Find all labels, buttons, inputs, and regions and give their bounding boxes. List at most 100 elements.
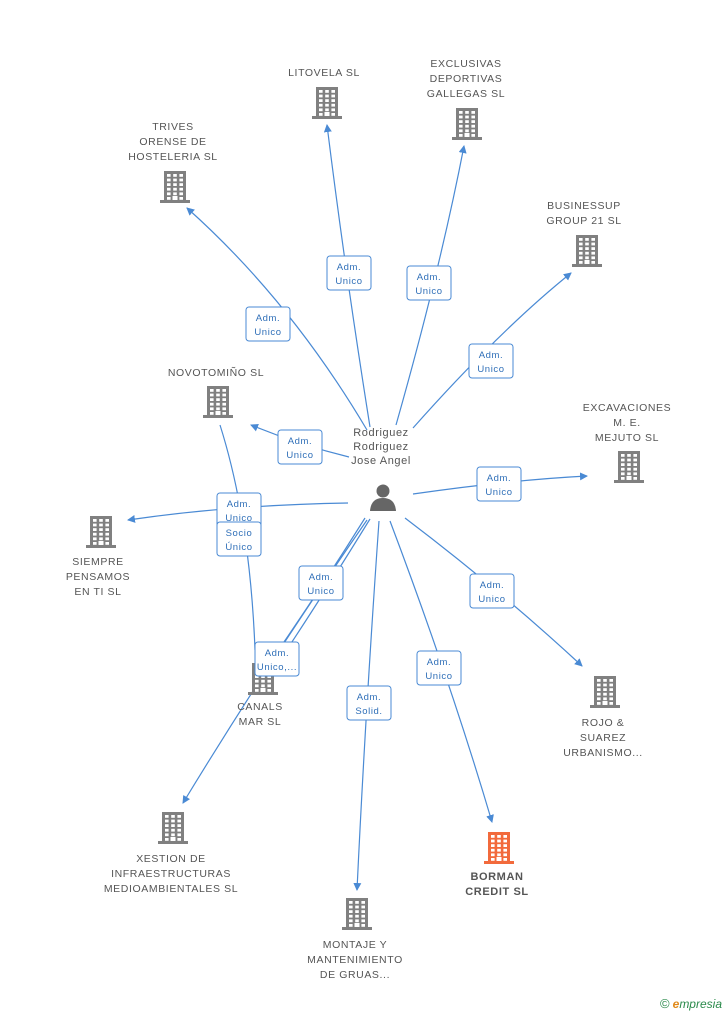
copyright-icon: © <box>660 996 670 1011</box>
company-label-line: MEDIOAMBIENTALES SL <box>104 883 238 895</box>
relation-text: Adm. Unico <box>225 499 252 524</box>
building-icon[interactable] <box>160 171 190 203</box>
relation-label-borman[interactable]: Adm.Unico <box>416 650 462 686</box>
edges-layer <box>127 124 588 891</box>
company-label-montaje[interactable]: MONTAJE Y MANTENIMIENTO DE GRUAS... <box>307 939 403 981</box>
relation-text-line: Adm. <box>479 350 504 361</box>
company-label-line: BUSINESSUP <box>547 200 621 212</box>
company-label-line: HOSTELERIA SL <box>128 151 218 163</box>
company-label-line: MONTAJE Y <box>323 939 388 951</box>
company-label-line: EXCLUSIVAS <box>430 58 501 70</box>
person-name-line: Jose Angel <box>351 455 411 467</box>
relation-text: Adm. Unico,... <box>257 648 297 673</box>
relation-text: Adm.Unico <box>485 473 512 498</box>
company-label-line: MEJUTO SL <box>595 432 659 444</box>
relation-text-line: Unico <box>225 513 252 524</box>
relation-text-line: Único <box>225 542 252 553</box>
company-label-novotomino[interactable]: NOVOTOMIÑO SL <box>168 366 264 379</box>
building-icon[interactable] <box>312 87 342 119</box>
brand-logo-initial: e <box>672 997 680 1011</box>
relation-text: Adm.Unico <box>478 580 505 605</box>
relation-text: Adm.Unico <box>307 572 334 597</box>
relation-label-rojo[interactable]: Adm.Unico <box>469 573 515 609</box>
relation-text-line: Adm. <box>427 657 452 668</box>
relation-text: Adm.Unico <box>335 262 362 287</box>
company-label-line: ORENSE DE <box>139 136 206 148</box>
relation-text-line: Unico <box>254 327 281 338</box>
relation-text-line: Unico <box>415 286 442 297</box>
company-label-line: NOVOTOMIÑO SL <box>168 366 264 379</box>
building-icon[interactable] <box>342 898 372 930</box>
building-icon[interactable] <box>484 832 514 864</box>
company-label-litovela[interactable]: LITOVELA SL <box>288 67 360 79</box>
relation-text-line: Adm. <box>480 580 505 591</box>
relation-label-canals_b[interactable]: Adm. Unico,... <box>254 641 300 677</box>
company-label-line: GROUP 21 SL <box>546 215 621 227</box>
brand-logo-text: mpresia <box>679 997 722 1011</box>
building-icon[interactable] <box>590 676 620 708</box>
building-icon[interactable] <box>86 516 116 548</box>
relation-text-line: Adm. <box>487 473 512 484</box>
company-label-businessup[interactable]: BUSINESSUP GROUP 21 SL <box>546 200 621 227</box>
relation-label-montaje[interactable]: Adm.Solid. <box>346 685 392 721</box>
company-label-line: MAR SL <box>239 716 282 728</box>
relation-text-line: Adm. <box>288 436 313 447</box>
building-icon[interactable] <box>158 812 188 844</box>
relation-text-line: Adm. <box>227 499 252 510</box>
relation-text: Adm.Solid. <box>355 692 382 717</box>
relation-label-businessup[interactable]: Adm. Unico <box>468 343 514 379</box>
relation-text-line: Unico <box>286 450 313 461</box>
relation-label-siempre[interactable]: Adm. Unico <box>216 492 262 528</box>
building-icon[interactable] <box>203 386 233 418</box>
company-label-line: LITOVELA SL <box>288 67 360 79</box>
company-label-line: CANALS <box>237 701 283 713</box>
company-label-line: EXCAVACIONES <box>583 402 672 414</box>
relation-label-excavaciones[interactable]: Adm.Unico <box>476 466 522 502</box>
relation-text-line: Adm. <box>357 692 382 703</box>
building-icon[interactable] <box>614 451 644 483</box>
relation-text-line: Adm. <box>256 313 281 324</box>
relation-label-canals_a[interactable]: Adm.Unico <box>298 565 344 601</box>
company-label-excavaciones[interactable]: EXCAVACIONES M. E. MEJUTO SL <box>583 402 672 444</box>
relation-text: Adm. Unico <box>286 436 313 461</box>
company-label-trives[interactable]: TRIVES ORENSE DE HOSTELERIA SL <box>128 121 218 163</box>
company-label-line: DEPORTIVAS <box>430 73 503 85</box>
relation-text-line: Unico <box>477 364 504 375</box>
person-icon[interactable] <box>370 484 396 512</box>
company-label-line: SIEMPRE <box>72 556 123 568</box>
relation-label-exclusivas[interactable]: Adm. Unico <box>406 265 452 301</box>
company-label-xestion[interactable]: XESTION DE INFRAESTRUCTURAS MEDIOAMBIENTAL… <box>104 853 238 895</box>
company-label-line: MANTENIMIENTO <box>307 954 403 966</box>
company-label-canals[interactable]: CANALS MAR SL <box>237 701 283 728</box>
relation-label-litovela[interactable]: Adm.Unico <box>326 255 372 291</box>
company-label-line: XESTION DE <box>136 853 206 865</box>
company-label-line: TRIVES <box>152 121 194 133</box>
nodes-layer: LITOVELA SL EXCLUSIVAS DEPORTIVAS GALLEGAS … <box>66 58 671 981</box>
company-label-line: INFRAESTRUCTURAS <box>111 868 231 880</box>
company-label-line: URBANISMO... <box>563 747 643 759</box>
relation-text-line: Unico,... <box>257 662 297 673</box>
relation-text-line: Adm. <box>417 272 442 283</box>
building-icon[interactable] <box>452 108 482 140</box>
person-name-line: Rodriguez <box>353 427 409 439</box>
company-label-line: M. E. <box>613 417 641 429</box>
company-label-line: SUAREZ <box>580 732 626 744</box>
company-label-line: GALLEGAS SL <box>427 88 505 100</box>
relation-text: Adm.Unico <box>425 657 452 682</box>
company-label-exclusivas[interactable]: EXCLUSIVAS DEPORTIVAS GALLEGAS SL <box>427 58 505 100</box>
company-label-line: CREDIT SL <box>465 886 528 898</box>
relation-label-trives[interactable]: Adm. Unico <box>245 306 291 342</box>
building-icon[interactable] <box>572 235 602 267</box>
company-label-line: DE GRUAS... <box>320 969 390 981</box>
relation-label-novotomino[interactable]: Adm. Unico <box>277 429 323 465</box>
relation-text: Adm. Unico <box>415 272 442 297</box>
person-name-line: Rodriguez <box>353 441 409 453</box>
relation-text-line: Adm. <box>265 648 290 659</box>
